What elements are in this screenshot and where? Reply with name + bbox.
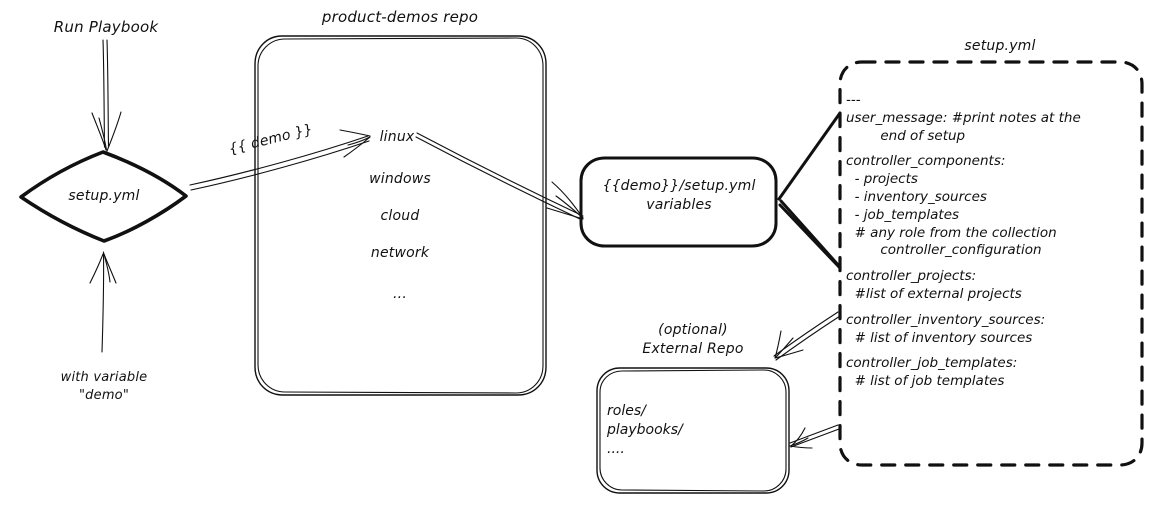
setup-panel-line: controller_job_templates: [846, 355, 1018, 372]
setup-panel-line: controller_configuration [846, 242, 1042, 259]
with-variable-label-line2: "demo" [78, 388, 130, 403]
product-demos-repo-title: product-demos repo [321, 8, 479, 26]
edge-demo-to-linux [189, 129, 371, 191]
edge-linux-to-vars [415, 132, 584, 221]
setupyml-node-label: setup.yml [68, 188, 140, 204]
setup-panel-line: # list of inventory sources [846, 329, 1033, 346]
repo-item-windows: windows [369, 171, 431, 187]
setup-panel-line: #list of external projects [846, 285, 1022, 302]
setup-panel-line: controller_inventory_sources: [846, 311, 1046, 328]
setup-panel-line: # any role from the collection [846, 224, 1057, 241]
setup-panel-line: --- [846, 92, 861, 108]
node-setupyml-diamond [19, 150, 188, 243]
setup-panel-line: - inventory_sources [846, 188, 987, 205]
setup-panel-line: controller_projects: [846, 268, 977, 285]
vars-box-label-line1: {{demo}}/setup.yml [602, 178, 756, 194]
with-variable-label-line1: with variable [60, 370, 148, 385]
repo-item-network: network [370, 245, 430, 261]
external-repo-line: playbooks/ [607, 422, 683, 438]
setup-panel-line: controller_components: [846, 153, 1006, 170]
external-repo-title-line1: (optional) [658, 322, 728, 338]
setup-panel-line: end of setup [846, 127, 966, 144]
run-playbook-label: Run Playbook [53, 18, 159, 36]
setup-panel-line [846, 145, 1142, 153]
setup-panel-line: # list of job templates [846, 373, 1005, 390]
repo-item-cloud: cloud [380, 208, 420, 224]
repo-item-ellipsis: ... [393, 286, 407, 302]
external-repo-content: roles/playbooks/.... [607, 402, 777, 459]
node-external-repo [596, 367, 790, 494]
repo-item-linux: linux [379, 129, 415, 145]
setup-panel-line [846, 347, 1142, 355]
container-setup-yml-panel [838, 60, 1144, 467]
setup-panel-title: setup.yml [964, 38, 1036, 54]
vars-box-label-line2: variables [646, 197, 712, 213]
container-product-demos-repo [254, 35, 547, 396]
setup-panel-line: user_message: #print notes at the [846, 109, 1081, 126]
setup-panel-content: ---user_message: #print notes at the end… [846, 92, 1142, 391]
external-repo-title-line2: External Repo [642, 341, 744, 357]
setup-panel-line: - job_templates [846, 206, 960, 223]
edge-projects-to-repo [773, 311, 841, 361]
node-vars-box [579, 156, 778, 248]
edge-panel-to-vars [777, 111, 842, 270]
external-repo-line: .... [607, 441, 625, 457]
setup-panel-line: - projects [846, 171, 918, 188]
edge-run-playbook [91, 39, 122, 152]
edge-with-variable [89, 251, 117, 353]
external-repo-line: roles/ [607, 403, 646, 419]
setup-panel-line [846, 304, 1142, 312]
setup-panel-line [846, 260, 1142, 268]
edge-jobtemplates-to-repo [789, 424, 840, 449]
